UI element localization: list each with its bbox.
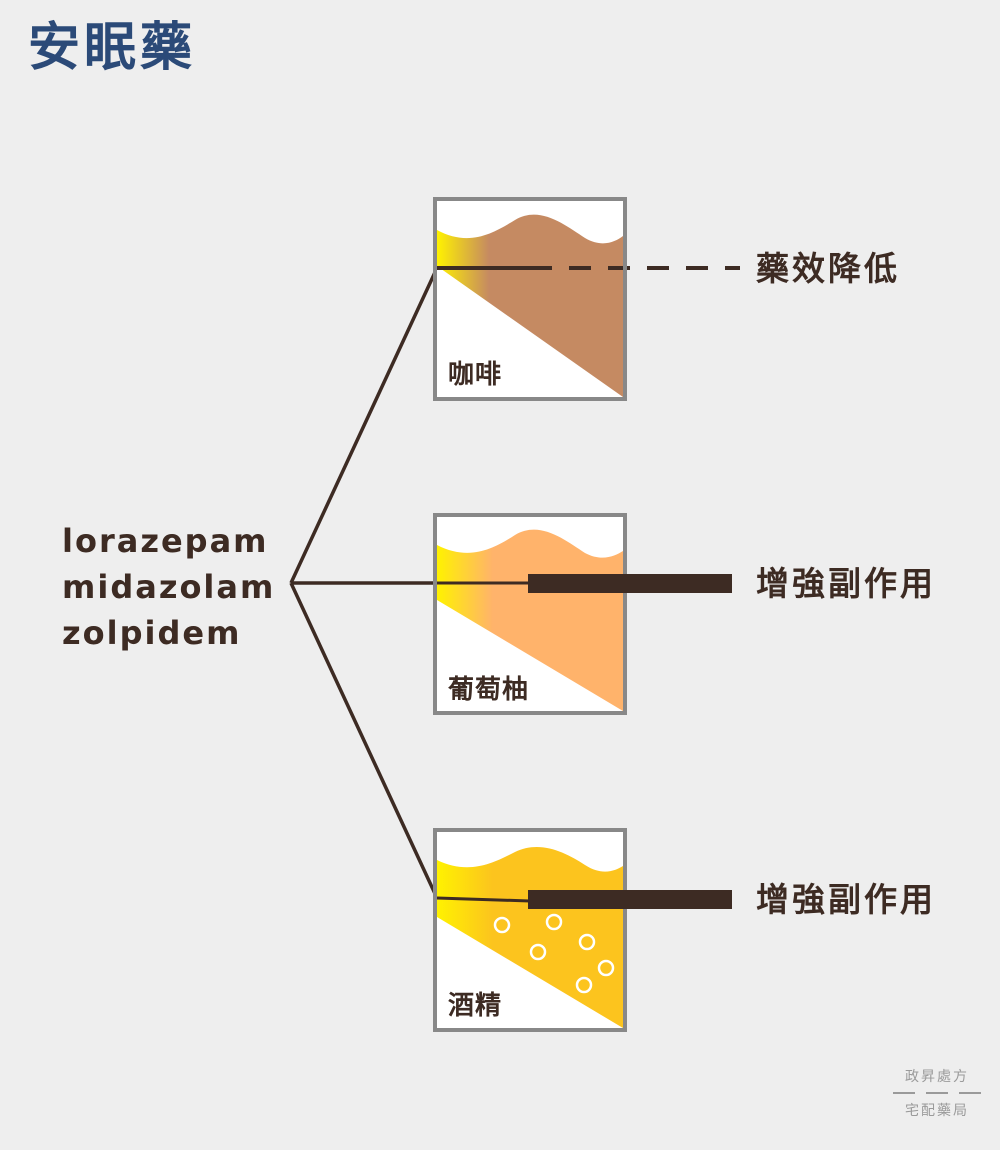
increased-effect-bar [528, 890, 732, 909]
pharmacy-logo: 政昇處方 宅配藥局 [893, 1070, 981, 1118]
logo-line-1: 政昇處方 [905, 1069, 969, 1085]
logo-divider [893, 1092, 981, 1094]
bubble [529, 943, 547, 961]
increased-effect-bar [528, 574, 732, 593]
branch-line-alcohol [289, 582, 439, 899]
effect-label-increased: 增強副作用 [756, 880, 936, 919]
box-label-grapefruit: 葡萄柚 [448, 675, 530, 705]
drug-name: zolpidem [62, 614, 242, 652]
box-label-alcohol: 酒精 [448, 991, 503, 1021]
branch-lines [289, 267, 439, 899]
grapefruit-box [433, 513, 732, 715]
effect-label-increased: 增強副作用 [756, 564, 936, 603]
coffee-box [433, 197, 740, 401]
bubble [493, 916, 511, 934]
effect-label-reduced: 藥效降低 [756, 249, 900, 288]
bubble [597, 959, 615, 977]
drug-name: lorazepam [62, 522, 269, 560]
coffee-liquid [437, 214, 623, 397]
bubble [575, 976, 593, 994]
bubble [545, 913, 563, 931]
drug-list: lorazepam midazolam zolpidem [62, 518, 275, 656]
bubble [578, 933, 596, 951]
page-title: 安眠藥 [28, 18, 197, 78]
box-label-coffee: 咖啡 [448, 360, 503, 390]
branch-line-coffee [289, 267, 439, 584]
drug-level-line [436, 896, 531, 903]
logo-line-2: 宅配藥局 [905, 1103, 969, 1119]
alcohol-box [433, 828, 732, 1032]
bubbles [493, 913, 615, 994]
drug-name: midazolam [62, 568, 276, 606]
